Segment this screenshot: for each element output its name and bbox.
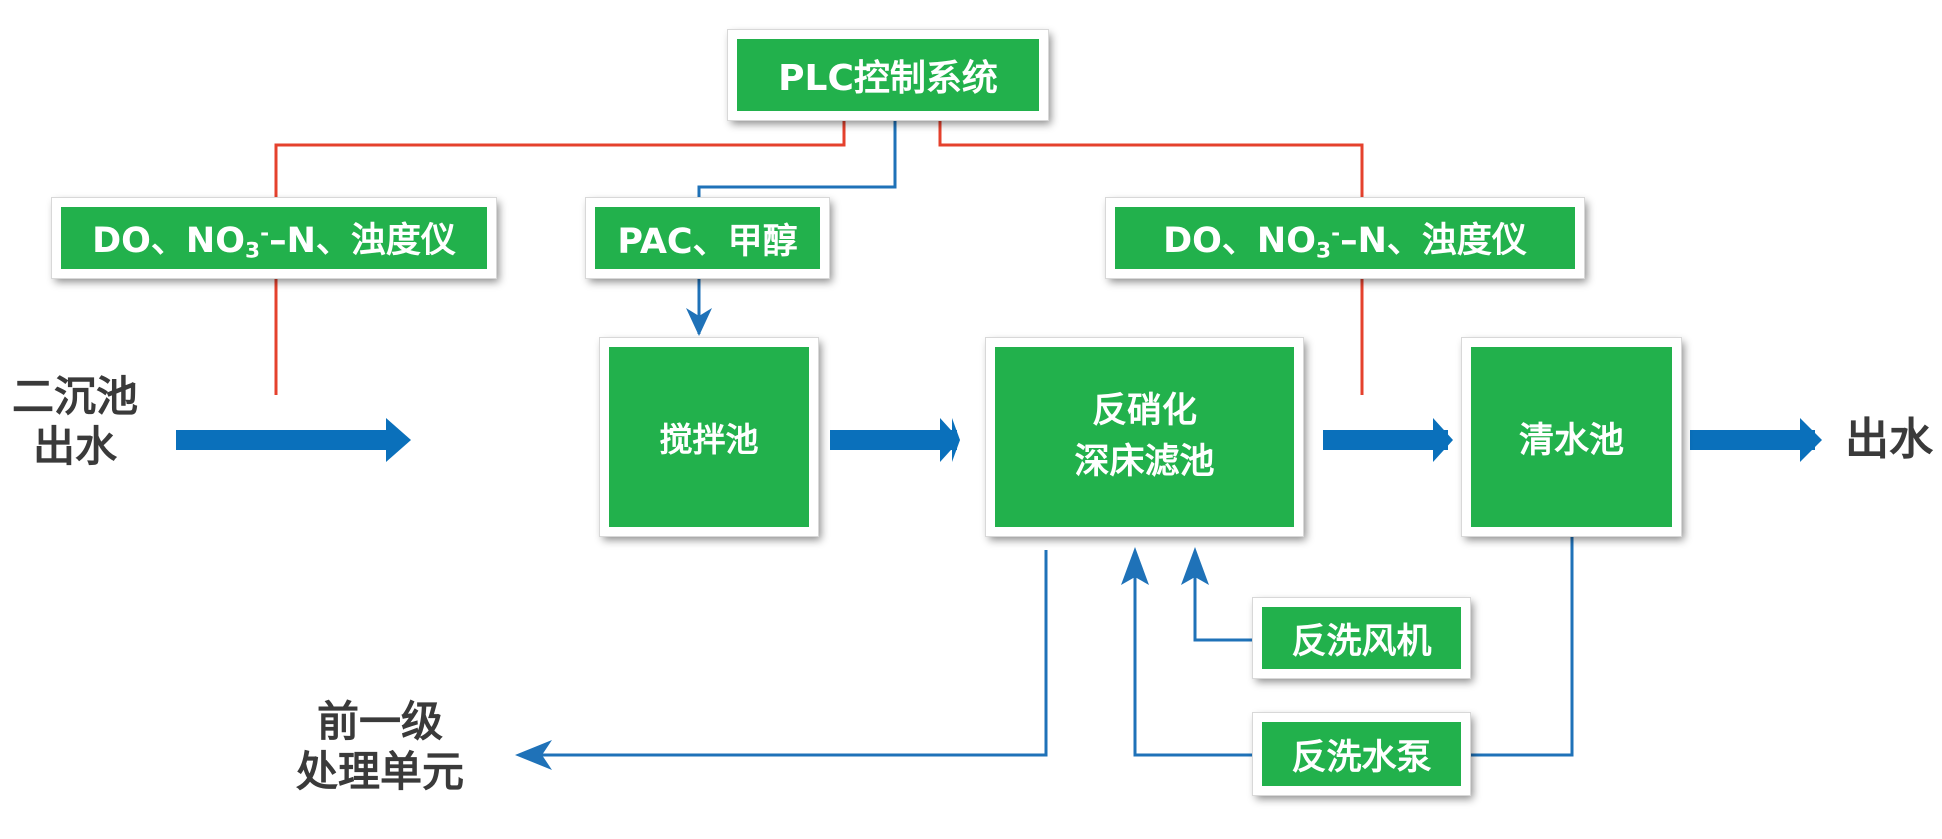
backwash-pump-label: 反洗水泵 bbox=[1291, 737, 1432, 778]
flow-arrow-outlet bbox=[1690, 418, 1822, 462]
outlet-label: 出水 bbox=[1845, 414, 1933, 465]
sensor-left-label: DO、NO3-–N、浊度仪 bbox=[92, 221, 456, 264]
flow-arrow-mixing-to-filter bbox=[830, 418, 960, 462]
denitrification-filter-box: 反硝化 深床滤池 bbox=[985, 337, 1304, 537]
pump-line-to-filter bbox=[1133, 570, 1255, 757]
clear-water-line-to-pump bbox=[1468, 535, 1574, 757]
signal-line-plc-to-sensor-right bbox=[938, 120, 1364, 200]
backwash-blower-box: 反洗风机 bbox=[1252, 597, 1471, 679]
flow-arrow-filter-to-clear-water bbox=[1323, 418, 1453, 462]
denitrification-filter-label: 反硝化 深床滤池 bbox=[1074, 391, 1215, 482]
control-line-plc-to-dosing bbox=[697, 120, 897, 203]
arrowhead-return bbox=[515, 740, 552, 770]
sensor-right-label: DO、NO3-–N、浊度仪 bbox=[1163, 221, 1527, 264]
arrowhead-dosing-to-mixing bbox=[686, 308, 712, 336]
dosing-label: PAC、甲醇 bbox=[617, 221, 798, 262]
sensor-box-left: DO、NO3-–N、浊度仪 bbox=[51, 197, 497, 279]
plc-control-system-label: PLC控制系统 bbox=[778, 58, 998, 99]
mixing-tank-label: 搅拌池 bbox=[659, 420, 759, 459]
arrowhead-blower-to-filter bbox=[1181, 547, 1209, 585]
flow-arrow-inlet bbox=[176, 418, 411, 462]
arrowhead-pump-to-filter bbox=[1121, 547, 1149, 585]
sensor-box-right: DO、NO3-–N、浊度仪 bbox=[1105, 197, 1585, 279]
signal-line-plc-to-sensor-left bbox=[274, 120, 846, 200]
clear-water-tank-label: 清水池 bbox=[1518, 420, 1624, 461]
return-label: 前一级 处理单元 bbox=[295, 697, 464, 797]
backwash-pump-box: 反洗水泵 bbox=[1252, 712, 1471, 796]
dosing-box: PAC、甲醇 bbox=[585, 197, 830, 279]
backwash-blower-label: 反洗风机 bbox=[1291, 621, 1432, 662]
blower-line-to-filter bbox=[1193, 570, 1255, 642]
inlet-label: 二沉池 出水 bbox=[11, 372, 138, 472]
return-line-filter-to-previous-unit bbox=[540, 550, 1048, 757]
plc-control-system-box: PLC控制系统 bbox=[727, 29, 1049, 121]
mixing-tank-box: 搅拌池 bbox=[599, 337, 819, 537]
clear-water-tank-box: 清水池 bbox=[1461, 337, 1682, 537]
